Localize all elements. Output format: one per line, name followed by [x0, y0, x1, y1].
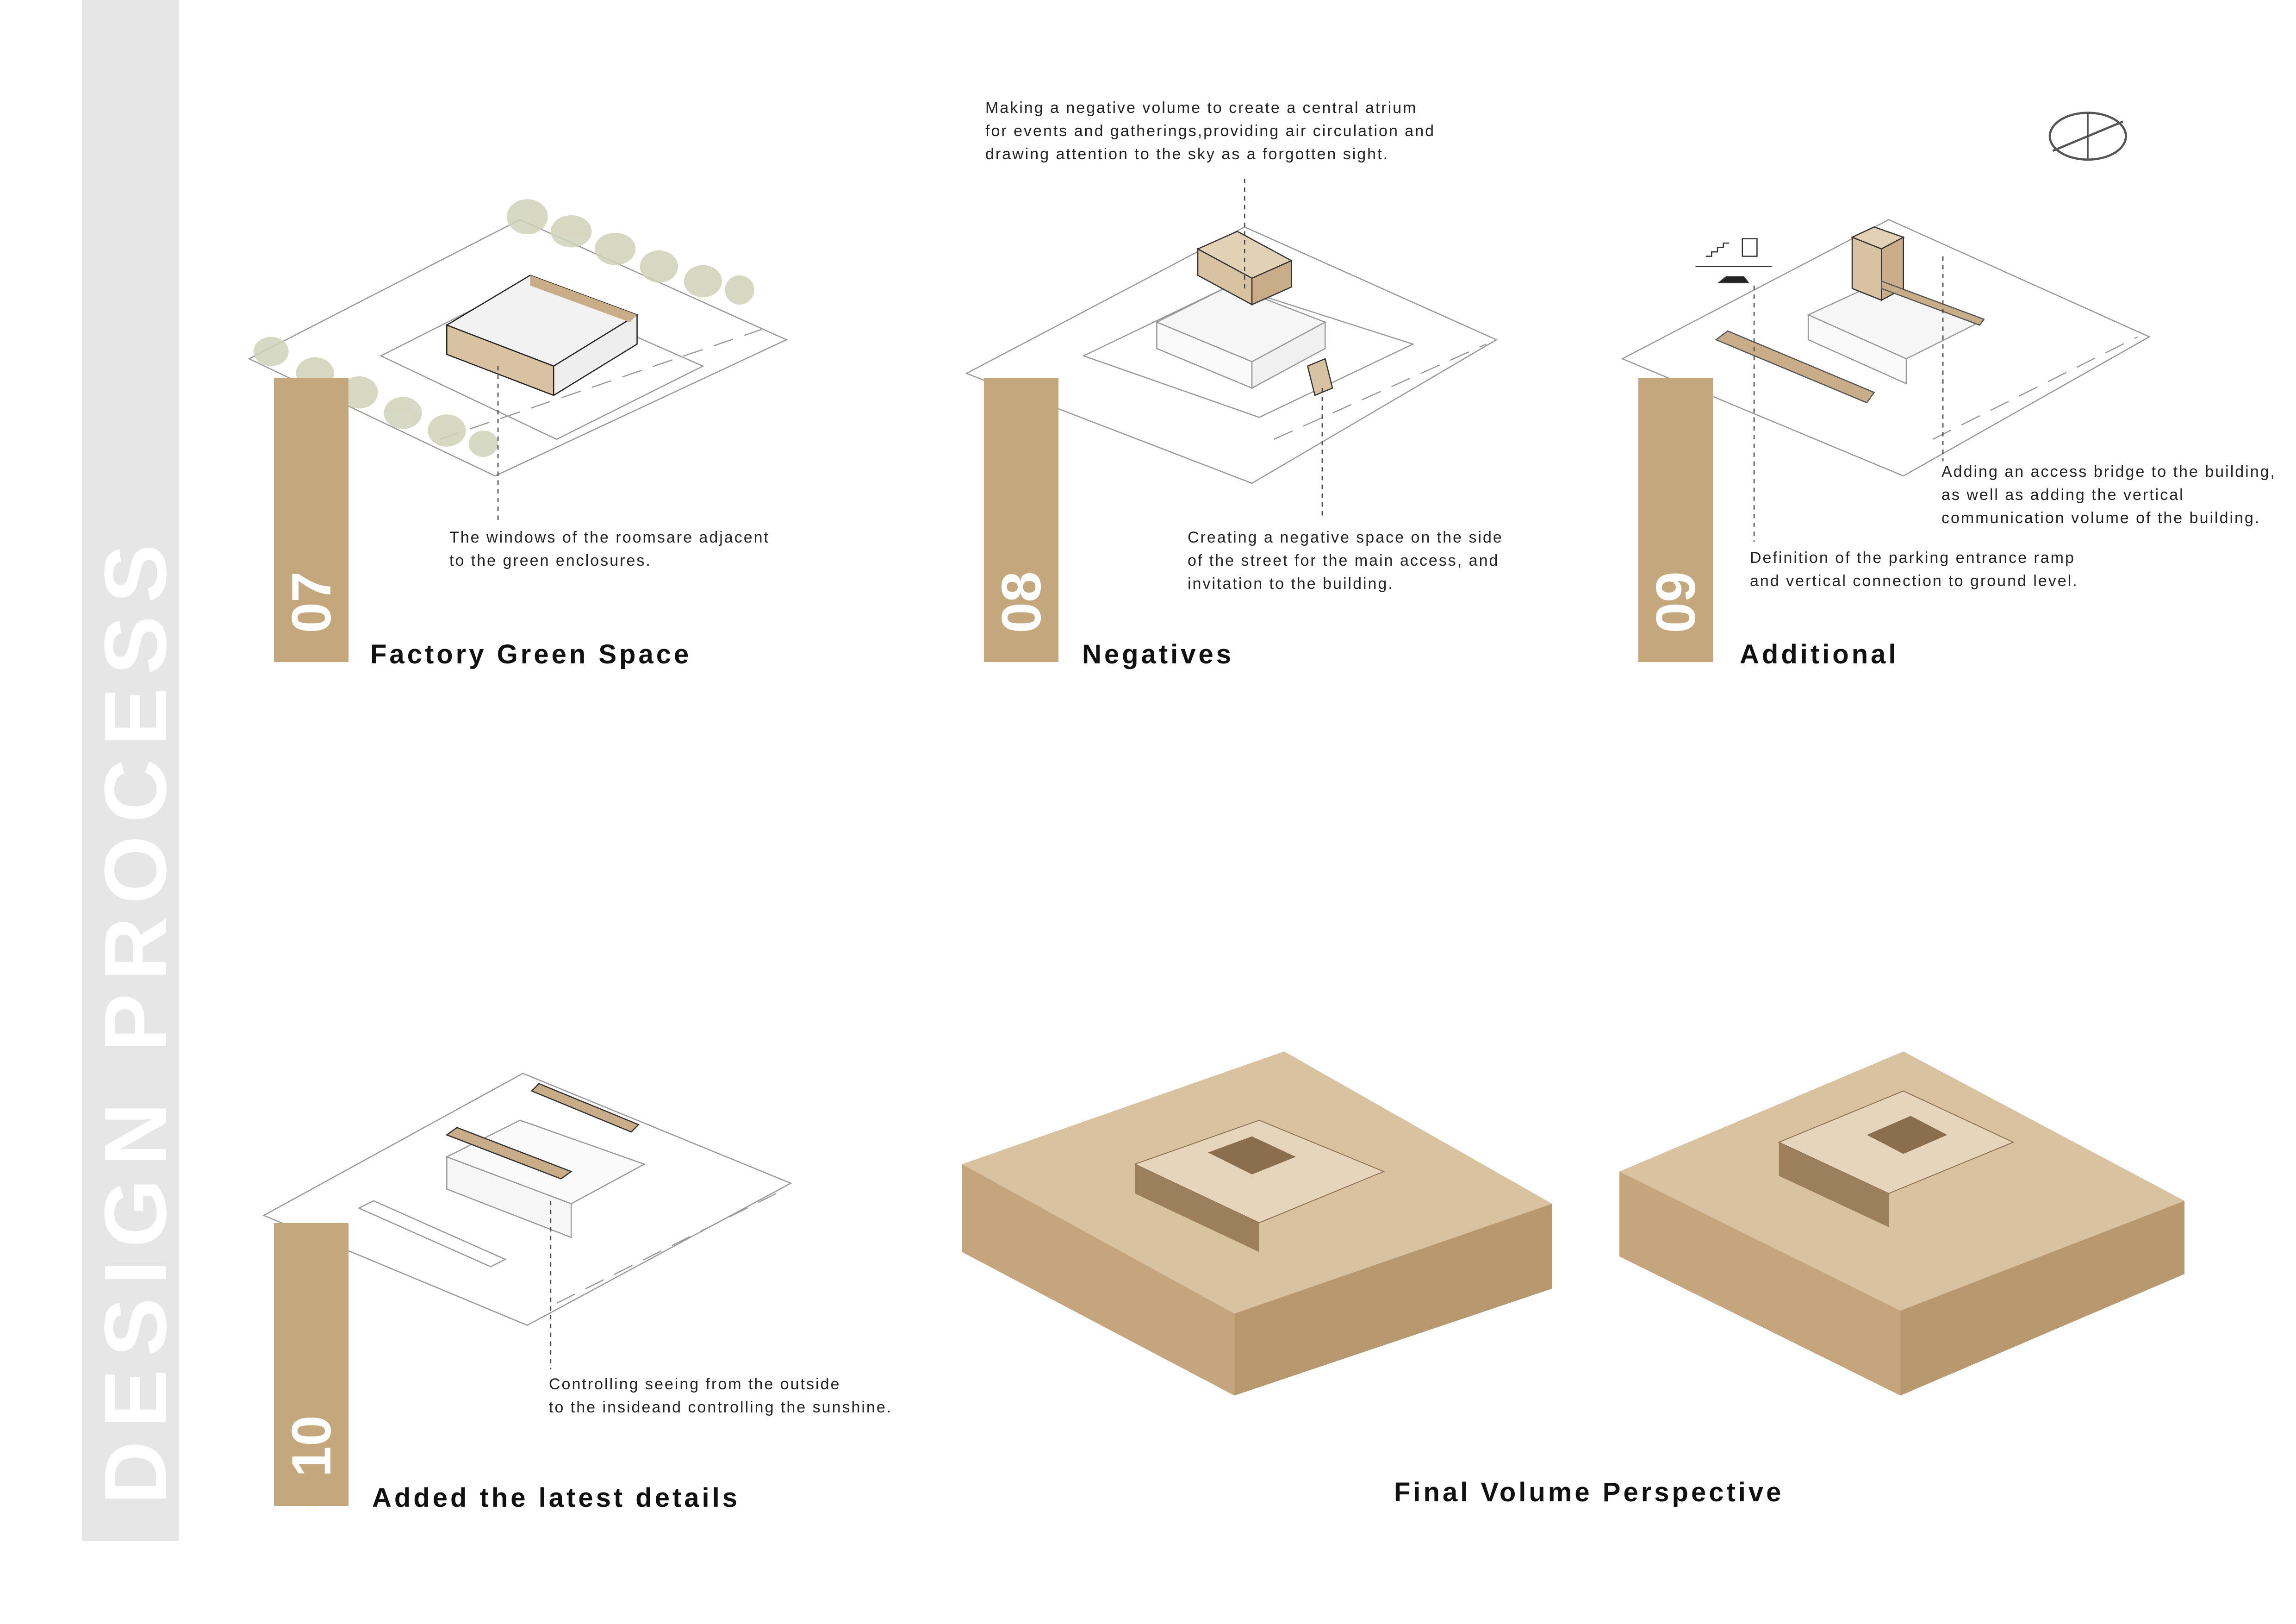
stairs-icon	[1705, 242, 1730, 257]
step-08-tab: 08	[984, 378, 1058, 662]
step-09-title: Additional	[1740, 639, 1899, 669]
step-number: 10	[280, 1415, 342, 1477]
step-number: 09	[1644, 571, 1707, 633]
step-10-title: Added the latest details	[372, 1483, 740, 1513]
step-07-tab: 07	[274, 378, 348, 662]
compass-icon	[2048, 112, 2127, 161]
diagram-09	[1621, 219, 2151, 542]
step-09-tab: 09	[1638, 378, 1713, 662]
car-icon	[1717, 276, 1749, 283]
step-10-caption: Controlling seeing from the outside to t…	[549, 1375, 893, 1416]
step-number: 07	[280, 571, 342, 633]
negative-volume	[1196, 231, 1333, 396]
diagram-10	[262, 1073, 792, 1369]
legend-icons	[1695, 238, 1772, 283]
elevator-icon	[1742, 238, 1758, 257]
step-10-tab: 10	[274, 1223, 348, 1506]
trees	[253, 199, 754, 457]
final-model-2	[1619, 1051, 2185, 1396]
building-volume	[445, 275, 639, 397]
diagram-08	[965, 178, 1498, 520]
final-title: Final Volume Perspective	[1394, 1477, 1784, 1507]
sidebar-band	[82, 0, 179, 1541]
final-model-1	[962, 1051, 1552, 1396]
diagram-07	[248, 199, 788, 520]
step-07-title: Factory Green Space	[370, 639, 692, 669]
step-08-title: Negatives	[1082, 639, 1234, 669]
step-07-caption: The windows of the roomsare adjacent to …	[449, 529, 770, 569]
step-number: 08	[990, 571, 1052, 633]
sidebar-title: DESIGN PROCESS	[87, 531, 185, 1505]
step-08-caption-bottom: Creating a negative space on the side of…	[1188, 529, 1503, 593]
step-09-caption-bottom: Definition of the parking entrance ramp …	[1750, 549, 2078, 590]
step-08-caption-top: Making a negative volume to create a cen…	[985, 99, 1436, 163]
step-09-caption-right: Adding an access bridge to the building,…	[1941, 463, 2276, 527]
